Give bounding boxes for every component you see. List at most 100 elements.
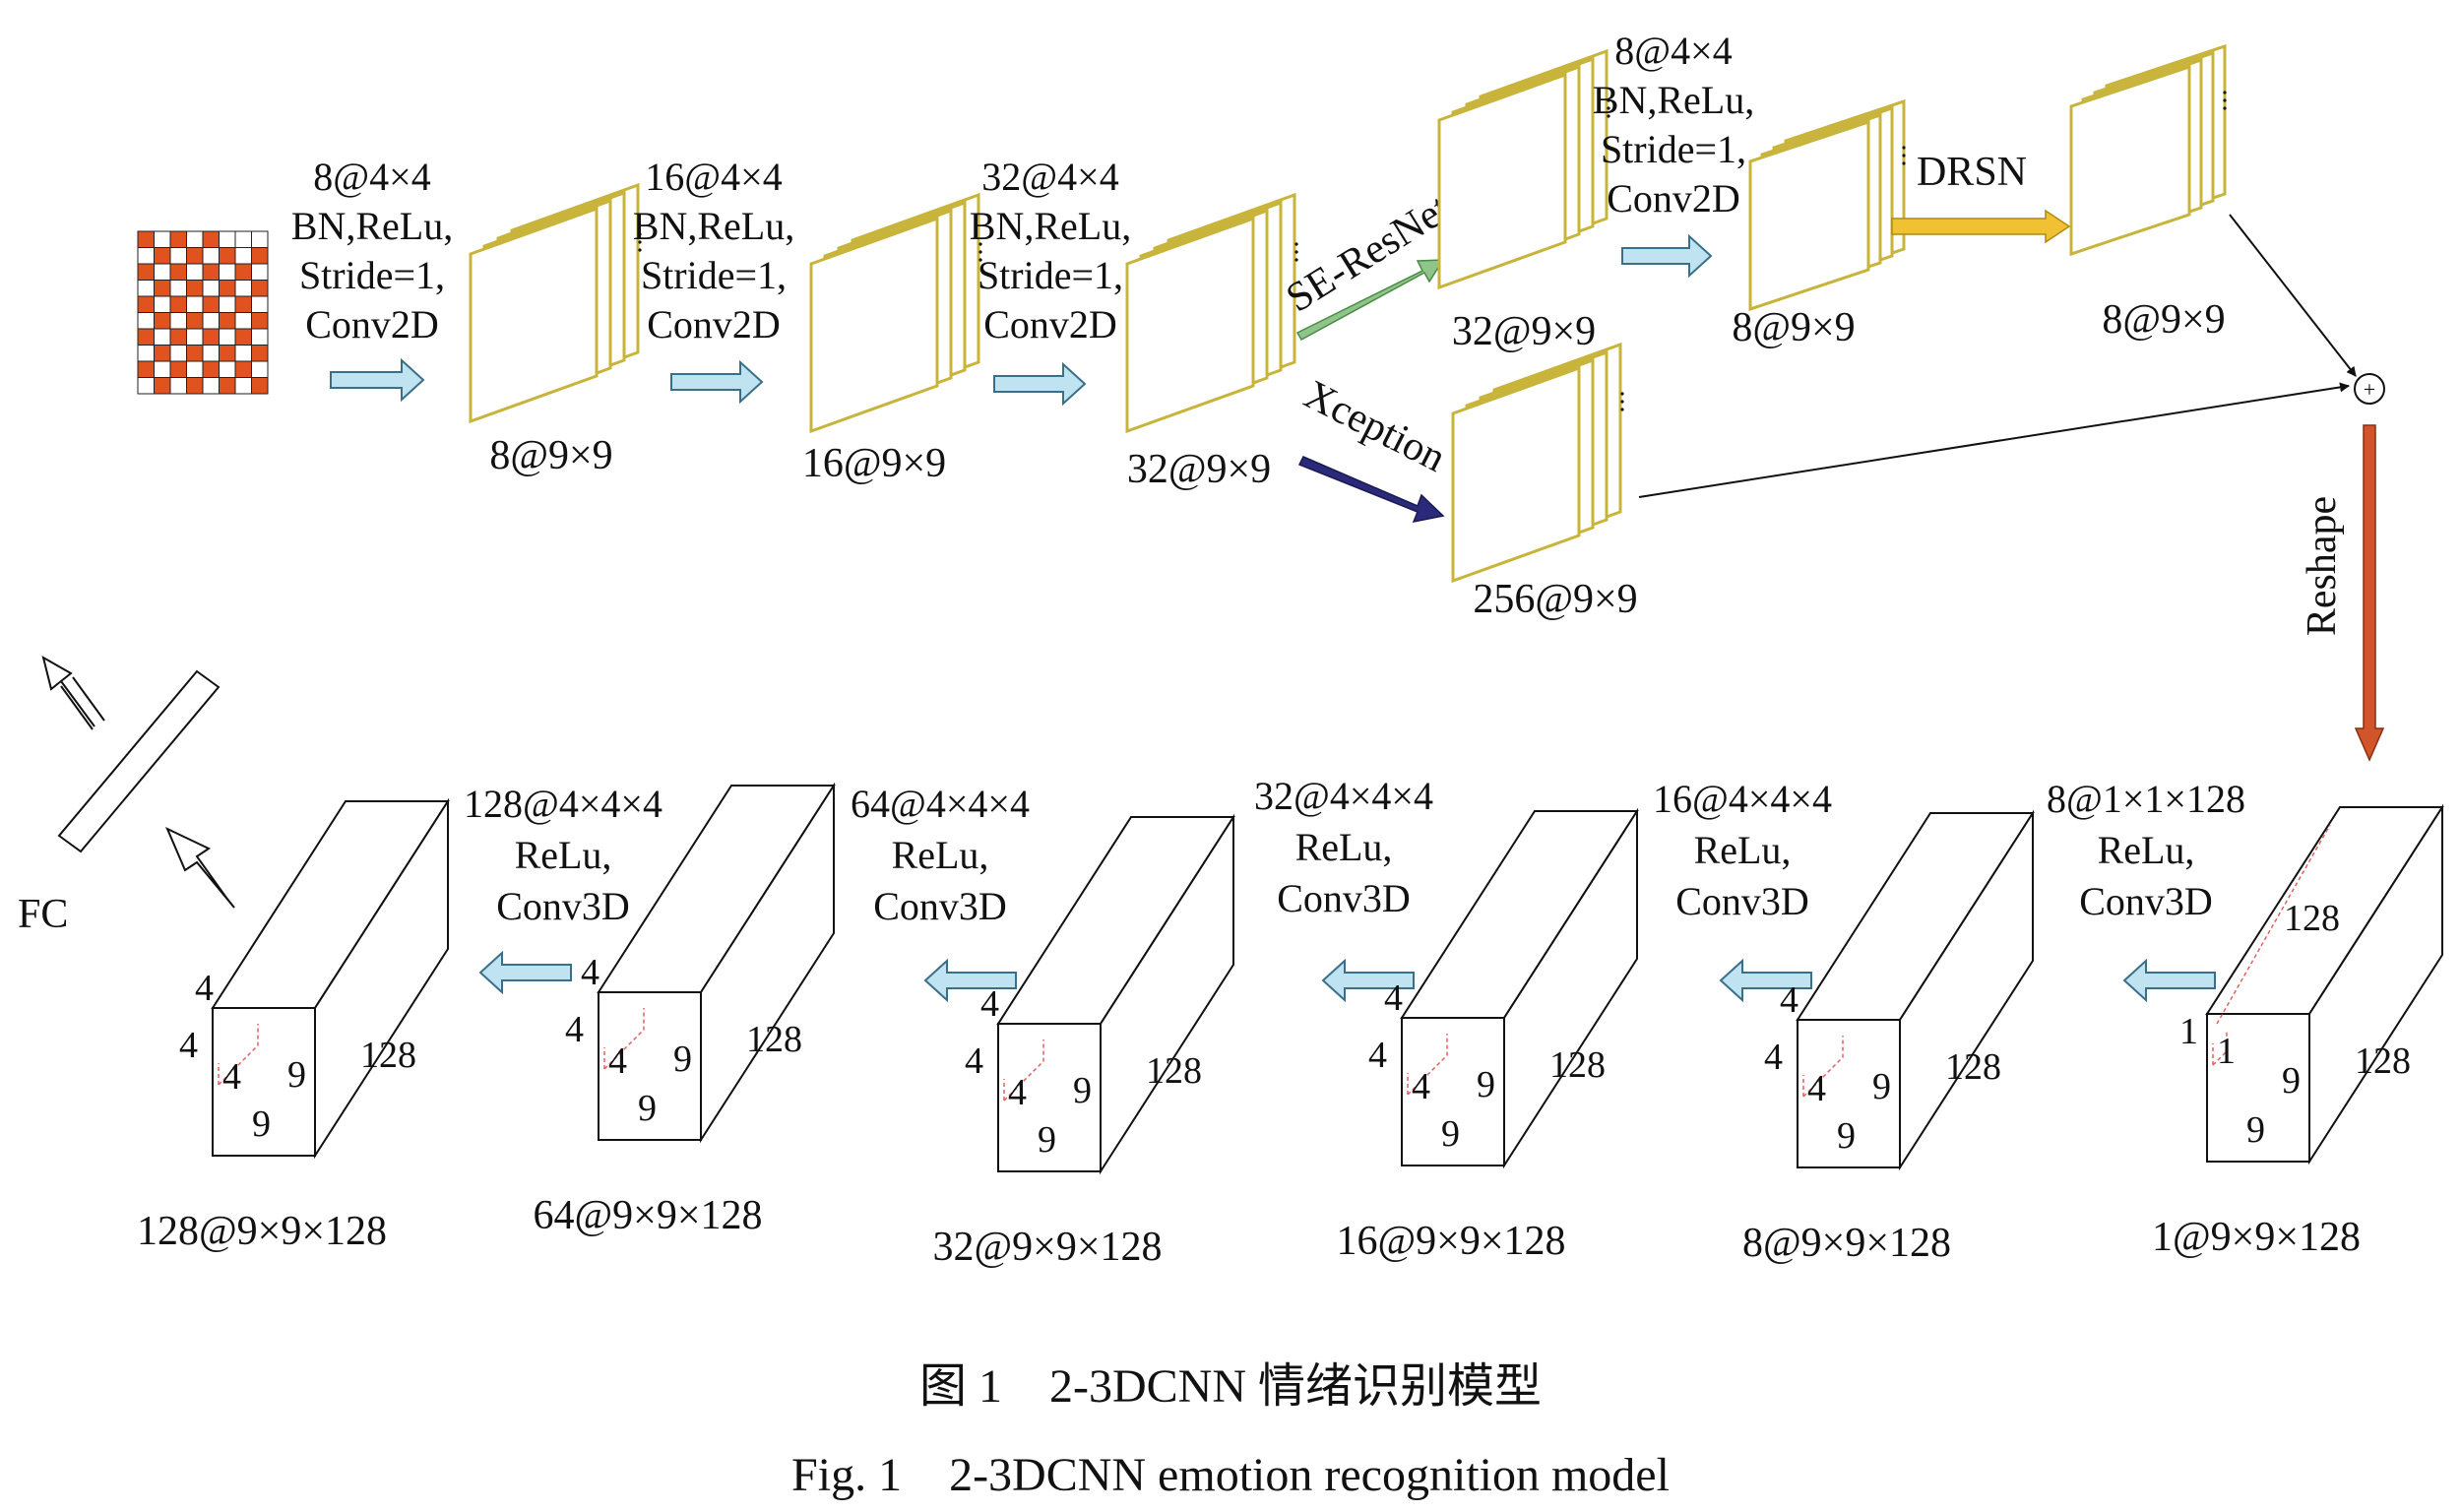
input-matrix-cell <box>169 280 187 297</box>
feature-map-ellipsis <box>1294 242 1298 246</box>
conv2d-1-param-filters: 8@4×4 <box>313 155 430 199</box>
kernel-height-label: 4 <box>565 1009 584 1050</box>
volume-front-face <box>2206 1013 2310 1163</box>
feature-map-ellipsis <box>1620 400 1624 404</box>
input-matrix-cell <box>137 263 155 281</box>
conv2d-2-output-label: 16@9×9 <box>802 441 946 486</box>
kernel-depth-label: 4 <box>1384 977 1403 1019</box>
input-matrix-cell <box>219 230 236 248</box>
conv2d-stage-3: 32@4×4 BN,ReLu, Stride=1, Conv2D 32@9×9 <box>970 155 1298 492</box>
branch-conv-param-type: Conv2D <box>1607 176 1740 220</box>
input-matrix-cell <box>154 230 171 248</box>
feature-maps-16 <box>809 192 982 434</box>
conv2d-1-output-label: 8@9×9 <box>489 433 612 478</box>
conv2d-3-param-bn: BN,ReLu, <box>970 204 1131 248</box>
volume-front-face <box>1401 1017 1505 1166</box>
conv2d-1-param-bn: BN,ReLu, <box>291 204 453 248</box>
input-matrix-cell <box>186 230 204 248</box>
feature-map-ellipsis <box>1902 161 1906 165</box>
reshape-arrow <box>2354 424 2385 762</box>
feature-map-ellipsis <box>1620 392 1624 396</box>
input-matrix-cell <box>251 263 269 281</box>
kernel-width-label: 4 <box>1412 1066 1430 1107</box>
feature-map-plane <box>1748 119 1870 312</box>
volume-width-label: 9 <box>1837 1115 1856 1157</box>
conv3d-3-param-type: Conv3D <box>1277 876 1411 920</box>
feature-map-ellipsis <box>2223 98 2227 102</box>
feature-map-ellipsis <box>1620 408 1624 411</box>
feature-map-ellipsis <box>2223 106 2227 110</box>
conv3d-1-param-type: Conv3D <box>2079 879 2213 923</box>
input-matrix-cell <box>251 247 269 265</box>
volume-width-label: 9 <box>252 1103 271 1145</box>
conv2d-1-param-type: Conv2D <box>305 302 439 346</box>
fc-layer: FC <box>18 655 235 937</box>
fc-layer-bar <box>57 669 221 853</box>
feature-maps-xception <box>1451 342 1624 584</box>
fc-output-arrow <box>41 655 95 727</box>
input-matrix-cell <box>234 377 252 395</box>
input-matrix-cell <box>234 263 252 281</box>
volume-output-label: 16@9×9×128 <box>1336 1219 1565 1264</box>
volume-depth-label: 128 <box>1549 1044 1606 1086</box>
input-matrix-cell <box>219 360 236 378</box>
input-matrix-cell <box>219 280 236 297</box>
input-matrix-cell <box>202 280 220 297</box>
drsn-output-label: 8@9×9 <box>2102 297 2225 343</box>
volume-depth-label: 128 <box>1945 1046 2001 1088</box>
volume-output-label: 64@9×9×128 <box>533 1193 762 1238</box>
input-matrix-cell <box>186 295 204 313</box>
input-matrix-cell <box>202 230 220 248</box>
volume-depth-label: 128 <box>360 1035 416 1076</box>
kernel-depth-label: 4 <box>1780 979 1798 1021</box>
kernel-cube-outline <box>1407 1034 1448 1096</box>
volume-height-label: 9 <box>673 1039 692 1080</box>
input-matrix-cell <box>169 360 187 378</box>
input-matrix-cell <box>186 360 204 378</box>
feature-map-ellipsis <box>1902 146 1906 150</box>
feature-map-ellipsis <box>2223 91 2227 94</box>
kernel-height-label: 4 <box>965 1040 983 1082</box>
drsn-label: DRSN <box>1917 150 2027 195</box>
input-matrix-cell <box>234 280 252 297</box>
merge-add-icon <box>2354 373 2385 405</box>
volume-width-label: 9 <box>2246 1109 2265 1151</box>
input-matrix-cell <box>251 295 269 313</box>
feature-map-ellipsis <box>1607 106 1610 110</box>
conv3d-4-arrow <box>923 958 1017 1003</box>
conv2d-2-param-filters: 16@4×4 <box>645 155 782 199</box>
kernel-depth-label: 4 <box>980 983 999 1025</box>
input-matrix-cell <box>234 295 252 313</box>
kernel-cube-outline <box>1003 1040 1044 1102</box>
kernel-height-label: 4 <box>1368 1035 1387 1076</box>
input-matrix-cell <box>154 360 171 378</box>
volume-front-face <box>598 991 702 1141</box>
input-matrix-cell <box>137 247 155 265</box>
input-matrix-cell <box>202 328 220 346</box>
input-matrix-cell <box>219 377 236 395</box>
conv3d-1-arrow <box>2122 958 2216 1003</box>
kernel-depth-label: 4 <box>195 968 214 1009</box>
caption-chinese: 图 1 2-3DCNN 情绪识别模型 <box>919 1360 1542 1413</box>
conv3d-3-param-filters: 32@4×4×4 <box>1254 774 1433 818</box>
input-matrix-cell <box>234 247 252 265</box>
input-matrix-cell <box>202 360 220 378</box>
feature-maps-8 <box>469 182 642 424</box>
branch-conv-output-label: 8@9×9 <box>1732 305 1855 350</box>
input-matrix-cell <box>234 360 252 378</box>
conv2d-stage-1: 8@4×4 BN,ReLu, Stride=1, Conv2D 8@9×9 <box>291 155 642 478</box>
conv3d-4-param-act: ReLu, <box>892 833 989 877</box>
conv3d-1-param-filters: 8@1×1×128 <box>2047 777 2245 821</box>
input-matrix-cell <box>202 247 220 265</box>
input-matrix-cell <box>137 295 155 313</box>
input-matrix-cell <box>169 295 187 313</box>
conv3d-2-arrow <box>1719 958 1812 1003</box>
kernel-height-label: 1 <box>2179 1011 2198 1052</box>
kernel-cube-outline <box>603 1008 645 1070</box>
volume-width-label: 9 <box>1441 1113 1460 1155</box>
conv3d-3-arrow <box>1321 958 1415 1003</box>
input-feature-matrix <box>137 230 269 395</box>
